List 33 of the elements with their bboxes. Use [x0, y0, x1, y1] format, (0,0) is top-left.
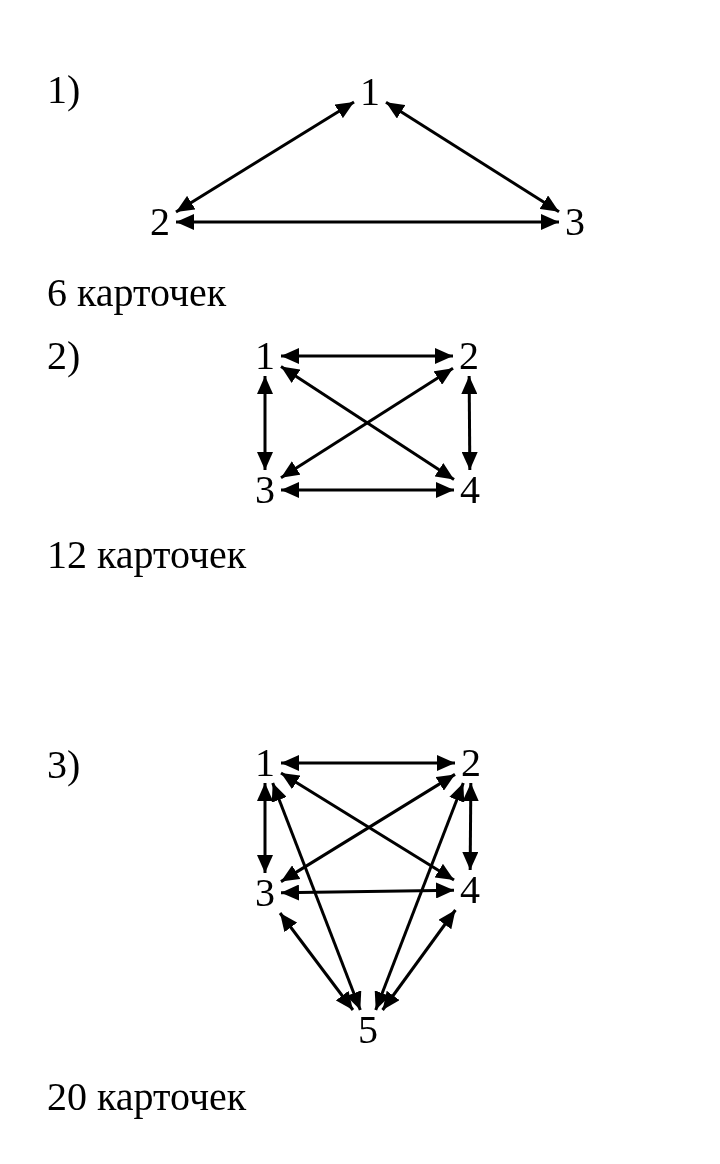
problem-number: 2) [47, 336, 81, 376]
problem-number: 3) [47, 745, 81, 785]
double-arrow [281, 755, 455, 771]
answer-text: 12 карточек [47, 535, 247, 575]
answer-text: 6 карточек [47, 273, 227, 313]
vertex-number: 1 [249, 743, 281, 783]
double-arrow [462, 783, 479, 870]
double-arrow [281, 348, 453, 364]
vertex-number: 2 [144, 202, 176, 242]
double-arrow [257, 376, 273, 470]
vertex-number: 2 [453, 336, 485, 376]
double-arrow [385, 100, 560, 214]
double-arrow [280, 882, 455, 901]
vertex-number: 4 [454, 870, 486, 910]
double-arrow [271, 782, 362, 1011]
double-arrow [175, 100, 355, 214]
answer-text: 20 карточек [47, 1077, 247, 1117]
vertex-number: 1 [249, 336, 281, 376]
vertex-number: 2 [455, 743, 487, 783]
double-arrow [176, 214, 559, 230]
vertex-number: 1 [354, 72, 386, 112]
vertex-number: 4 [454, 470, 486, 510]
double-arrow [461, 376, 478, 470]
double-arrow [281, 482, 454, 498]
vertex-number: 5 [352, 1010, 384, 1050]
problem-number: 1) [47, 70, 81, 110]
double-arrow [257, 783, 273, 873]
double-arrow [374, 782, 465, 1011]
vertex-number: 3 [559, 202, 591, 242]
double-arrow [278, 912, 355, 1011]
vertex-number: 3 [249, 470, 281, 510]
vertex-number: 3 [249, 873, 281, 913]
double-arrow [381, 909, 457, 1011]
